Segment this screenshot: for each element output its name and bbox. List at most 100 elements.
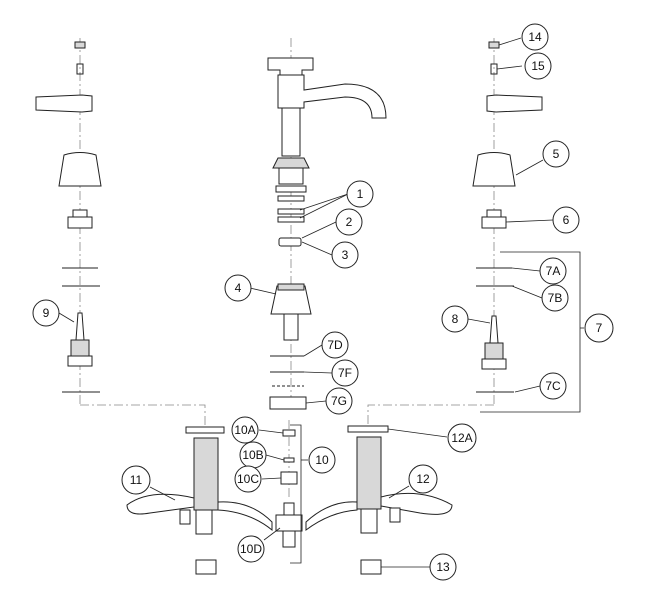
callout-6-label: 6 — [563, 213, 570, 227]
left-inlet-nut — [179, 509, 191, 525]
callout-12a: 12A — [447, 423, 477, 453]
callout-10c: 10C — [234, 465, 262, 493]
left-mount-flange — [185, 426, 225, 434]
callout-14-label: 14 — [528, 30, 542, 44]
spout-tailpiece — [278, 167, 304, 185]
o-ring-1 — [275, 185, 307, 193]
callout-7f: 7F — [331, 359, 359, 387]
spout-base-tube — [283, 313, 299, 341]
left-cartridge-body — [70, 339, 90, 357]
callout-3: 3 — [331, 241, 359, 269]
callout-6: 6 — [552, 206, 580, 234]
callout-10c-label: 10C — [237, 472, 259, 486]
left-crossover-hose — [217, 501, 273, 532]
part-10b — [283, 457, 295, 463]
callout-10a-label: 10A — [234, 423, 255, 437]
tee-body — [275, 514, 303, 532]
callout-7c-label: 7C — [545, 379, 561, 393]
spout-cap — [267, 57, 314, 76]
bracket-10 — [290, 424, 302, 564]
spout-base-cone-top — [277, 283, 305, 291]
callout-8-label: 8 — [452, 312, 459, 326]
spout-body — [277, 74, 387, 119]
tee-outlet — [282, 530, 296, 548]
bracket-7 — [480, 251, 581, 413]
right-index-button — [488, 41, 500, 49]
callout-7a: 7A — [539, 257, 567, 285]
callout-3-label: 3 — [342, 248, 349, 262]
callout-12-label: 12 — [416, 472, 430, 486]
callout-9: 9 — [32, 299, 60, 327]
callout-7f-label: 7F — [338, 366, 352, 380]
left-coupling-nut — [195, 559, 217, 575]
right-cartridge-base — [481, 358, 507, 370]
callout-7: 7 — [584, 313, 614, 343]
spout-nut — [272, 157, 310, 169]
callout-7d-label: 7D — [327, 338, 343, 352]
left-cartridge-base — [67, 355, 93, 367]
callout-13-label: 13 — [436, 560, 450, 574]
group-brackets — [290, 251, 584, 564]
right-bonnet-nut — [481, 216, 507, 229]
left-bonnet-nut — [67, 216, 93, 229]
callout-7g: 7G — [325, 387, 353, 415]
callout-10b-label: 10B — [242, 448, 263, 462]
left-lever-handle — [35, 94, 93, 113]
spout-spacer — [278, 237, 302, 247]
callout-10-label: 10 — [315, 453, 329, 467]
right-valve-body-tail — [360, 508, 378, 534]
left-index-button — [74, 41, 86, 49]
left-supply-hose — [126, 493, 195, 515]
callout-14: 14 — [521, 23, 549, 51]
callout-15: 15 — [524, 52, 552, 80]
right-cartridge-stem — [489, 315, 499, 344]
lower-piping — [126, 425, 453, 575]
callout-12: 12 — [408, 464, 438, 494]
callout-4: 4 — [224, 274, 252, 302]
left-valve-body-tail — [195, 509, 213, 535]
callout-10: 10 — [308, 446, 336, 474]
callout-5: 5 — [542, 140, 570, 168]
spout-shank — [281, 107, 301, 157]
right-handle-assembly — [472, 41, 543, 393]
callout-10d: 10D — [237, 535, 265, 563]
center-mount-nut — [269, 396, 307, 410]
callout-11-label: 11 — [130, 473, 143, 487]
callout-11: 11 — [121, 465, 151, 495]
right-escutcheon-cap — [472, 152, 516, 187]
callout-7c: 7C — [539, 372, 567, 400]
center-spout-assembly — [267, 57, 387, 410]
tee-top — [283, 502, 295, 516]
right-crossover-hose — [305, 501, 358, 531]
left-handle-screw — [76, 63, 84, 75]
part-10a — [282, 429, 296, 437]
callout-13: 13 — [429, 553, 457, 581]
o-ring-1b — [277, 195, 305, 202]
callout-7d: 7D — [321, 331, 349, 359]
right-threaded-shank — [356, 436, 382, 510]
left-escutcheon-cap — [58, 152, 102, 187]
left-handle-assembly — [35, 41, 102, 393]
callout-2: 2 — [335, 208, 363, 236]
callout-7g-label: 7G — [331, 394, 347, 408]
callout-15-label: 15 — [531, 59, 545, 73]
callout-4-label: 4 — [235, 281, 242, 295]
callout-10a: 10A — [231, 416, 259, 444]
o-ring-2 — [277, 208, 305, 215]
right-mount-flange — [347, 425, 389, 433]
right-cartridge-body — [484, 342, 504, 360]
left-cartridge-stem — [75, 312, 85, 341]
callout-7a-label: 7A — [546, 264, 561, 278]
callout-10d-label: 10D — [240, 542, 262, 556]
callout-10b: 10B — [239, 441, 267, 469]
right-lever-handle — [486, 94, 543, 113]
callout-1: 1 — [346, 180, 374, 208]
callout-2-label: 2 — [346, 215, 353, 229]
callout-1-label: 1 — [357, 187, 364, 201]
callout-7b: 7B — [541, 284, 569, 312]
right-coupling-nut — [360, 559, 382, 575]
o-ring-2b — [277, 216, 305, 223]
callout-7b-label: 7B — [548, 291, 563, 305]
left-threaded-shank — [193, 437, 219, 511]
